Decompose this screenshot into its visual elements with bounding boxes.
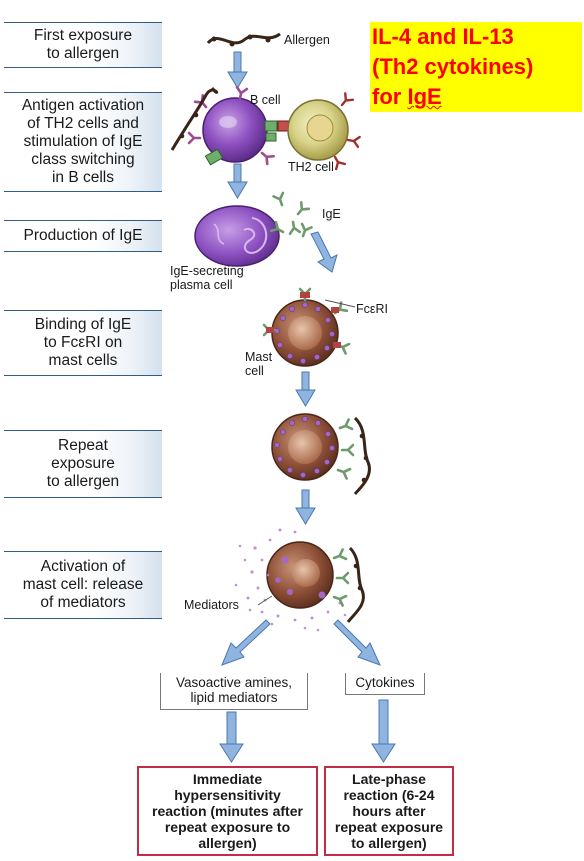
- label-th2-cell: TH2 cell: [288, 160, 334, 174]
- arrow-allergen-to-bcell: [227, 51, 248, 89]
- label-allergen: Allergen: [284, 33, 330, 47]
- arrow-to-immediate: [219, 711, 244, 763]
- step-binding-ige: Binding of IgE to FcεRI on mast cells: [4, 310, 162, 376]
- step-production-ige: Production of IgE: [4, 220, 162, 252]
- arrow-bcell-to-plasma: [227, 163, 248, 199]
- outcome-late-phase: Late-phase reaction (6-24 hours after re…: [324, 766, 454, 856]
- arrow-ige-to-mast-cell: [310, 231, 338, 273]
- label-ige: IgE: [322, 207, 341, 221]
- plasma-cell: [194, 205, 280, 267]
- arrow-mast-to-repeat: [295, 371, 316, 407]
- b-cell: [170, 85, 275, 166]
- mast-cell-allergen-bound: [271, 413, 371, 495]
- arrow-repeat-to-activation: [295, 489, 316, 525]
- allergen-strand: [206, 32, 281, 47]
- step-first-exposure: First exposure to allergen: [4, 22, 162, 68]
- step-repeat-exposure: Repeat exposure to allergen: [4, 430, 162, 498]
- mast-cell-sensitized: [262, 287, 356, 367]
- mhc-tcr-contact: [264, 120, 291, 142]
- label-b-cell: B cell: [250, 93, 281, 107]
- label-mast-cell: Mast cell: [245, 350, 273, 378]
- arrow-to-vasoactive: [221, 619, 271, 666]
- label-mediators: Mediators: [184, 598, 239, 612]
- branch-cytokines: Cytokines: [345, 673, 425, 695]
- mast-cell-degranulating: [234, 528, 365, 632]
- outcome-immediate-hypersensitivity: Immediate hypersensitivity reaction (min…: [137, 766, 318, 856]
- branch-vasoactive-amines: Vasoactive amines, lipid mediators: [160, 673, 308, 710]
- b-cell-receptor: [204, 148, 224, 166]
- arrow-to-late-phase: [371, 699, 396, 763]
- arrow-to-cytokines: [333, 619, 381, 666]
- label-fceri: FcεRI: [356, 302, 388, 316]
- step-antigen-activation: Antigen activation of TH2 cells and stim…: [4, 92, 162, 192]
- label-plasma-cell: IgE-secreting plasma cell: [170, 264, 244, 292]
- th2-cell: [287, 92, 361, 171]
- il4-il13-annotation: IL-4 and IL-13 (Th2 cytokines) for IgE: [370, 22, 582, 112]
- step-activation-mast-cell: Activation of mast cell: release of medi…: [4, 551, 162, 619]
